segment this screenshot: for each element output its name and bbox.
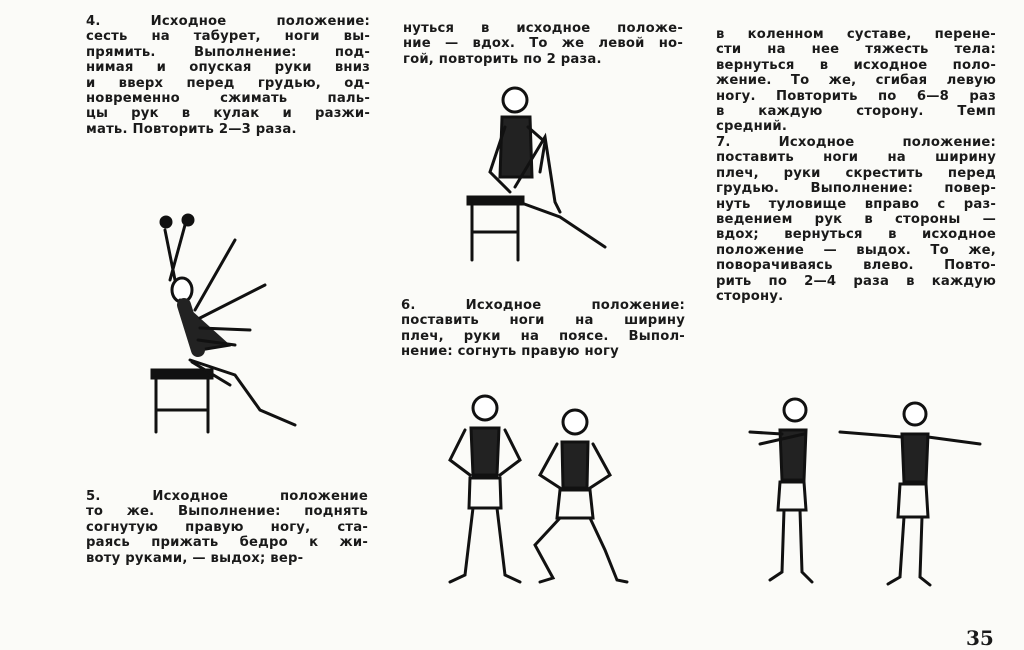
text-line: новременно сжимать паль- <box>86 91 370 107</box>
text-line: нуться в исходное положе- <box>403 21 683 36</box>
text-line: сторону. <box>716 289 784 305</box>
exercise-7-text: 7. Исходное положение:поставить ноги на … <box>716 135 996 304</box>
text-line: 5. Исходное положение <box>86 489 368 504</box>
text-line: нимая и опуская руки вниз <box>86 60 370 76</box>
text-line: раясь прижать бедро к жи- <box>86 535 368 551</box>
text-line: ведением рук в стороны — <box>716 212 996 228</box>
text-line: поворачиваясь влево. Повто- <box>716 258 996 274</box>
text-line: положение — выдох. То же, <box>716 242 996 258</box>
exercise-5-continuation-text: нуться в исходное положе-ние — вдох. То … <box>403 21 683 67</box>
exercise-6-continuation-text: в коленном суставе, перене-сти на нее тя… <box>716 27 996 135</box>
exercise-4-text: 4. Исходное положение:сесть на табурет, … <box>86 14 370 137</box>
text-line: рить по 2—4 раза в каждую <box>716 273 996 289</box>
text-line: гой, повторить по 2 раза. <box>403 51 602 67</box>
text-line: грудью. Выполнение: повер- <box>716 181 996 197</box>
illustration-seated-knee-to-chest <box>460 82 620 267</box>
exercise-6-text: 6. Исходное положение:поставить ноги на … <box>401 298 685 360</box>
text-line: ние — вдох. То же левой но- <box>403 36 683 52</box>
text-line: поставить ноги на ширину <box>401 313 685 329</box>
text-line: 7. Исходное положение: <box>716 135 996 150</box>
text-line: сесть на табурет, ноги вы- <box>86 29 370 45</box>
illustration-seated-arm-raises <box>140 200 320 445</box>
text-line: в каждую сторону. Темп <box>716 104 996 120</box>
text-line: поставить ноги на ширину <box>716 150 996 166</box>
illustration-torso-rotation <box>740 392 990 597</box>
text-line: цы рук в кулак и разжи- <box>86 106 370 122</box>
text-line: прямить. Выполнение: под- <box>86 44 370 60</box>
text-line: жение. То же, сгибая левую <box>716 73 996 89</box>
page-number: 35 <box>966 626 994 650</box>
text-line: нуть туловище вправо с раз- <box>716 196 996 212</box>
text-line: в коленном суставе, перене- <box>716 27 996 42</box>
text-line: 6. Исходное положение: <box>401 298 685 313</box>
text-line: 4. Исходное положение: <box>86 14 370 29</box>
text-line: воту руками, — выдох; вер- <box>86 550 304 566</box>
text-line: плеч, руки скрестить перед <box>716 165 996 181</box>
text-line: то же. Выполнение: поднять <box>86 504 368 520</box>
text-line: сти на нее тяжесть тела: <box>716 42 996 58</box>
text-line: нение: согнуть правую ногу <box>401 344 619 360</box>
text-line: плеч, руки на поясе. Выпол- <box>401 328 685 344</box>
text-line: средний. <box>716 119 788 135</box>
text-line: вдох; вернуться в исходное <box>716 227 996 243</box>
text-line: вернуться в исходное поло- <box>716 57 996 73</box>
text-line: мать. Повторить 2—3 раза. <box>86 121 297 137</box>
illustration-standing-knee-bend <box>435 390 635 590</box>
text-line: ногу. Повторить по 6—8 раз <box>716 88 996 104</box>
text-line: согнутую правую ногу, ста- <box>86 519 368 535</box>
text-line: и вверх перед грудью, од- <box>86 75 370 91</box>
